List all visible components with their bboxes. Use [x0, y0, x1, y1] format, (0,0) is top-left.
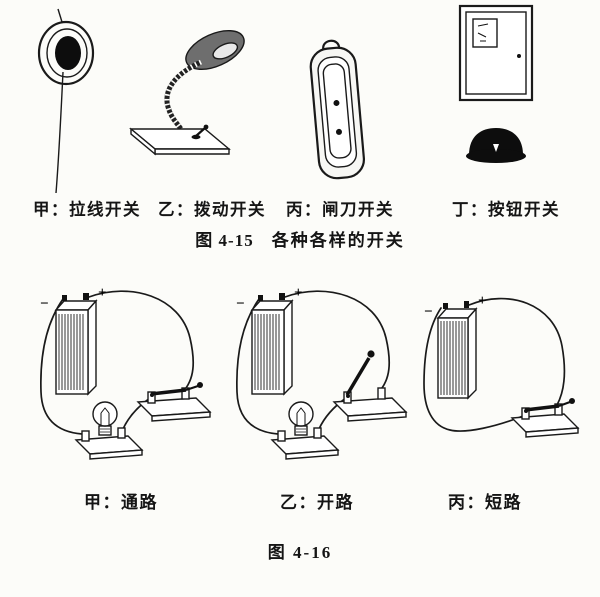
label-pull-cord-switch: 甲：拉线开关 [33, 200, 141, 219]
label-open-circuit: 乙：开路 [280, 493, 354, 512]
wire-bulb-to-negative [236, 298, 279, 435]
battery-plus-sign: + [98, 285, 107, 301]
toggle-switch-lamp-illustration [129, 29, 245, 156]
open-circuit-illustration: − + [236, 285, 408, 460]
closed-circuit-illustration: − + [40, 285, 212, 460]
light-bulb [74, 401, 144, 460]
battery: − + [424, 293, 487, 400]
wire-positive [468, 297, 566, 406]
figure-4-16-caption: 图 4-16 [267, 543, 333, 562]
switch-closed [510, 398, 580, 438]
wire-positive [88, 290, 195, 389]
battery-minus-sign: − [40, 296, 49, 312]
door [458, 4, 534, 102]
lamp-shade [185, 29, 245, 71]
pull-cord [55, 71, 64, 194]
bell-push-button [466, 128, 526, 163]
push-button-switch-illustration [458, 4, 534, 163]
knife-switch-illustration [309, 39, 366, 180]
lamp-gooseneck [164, 59, 203, 131]
lamp-base [129, 127, 231, 156]
wire-return-to-negative [423, 307, 524, 432]
switch-open [332, 350, 408, 422]
battery-plus-sign: + [478, 293, 487, 309]
battery-minus-sign: − [236, 296, 245, 312]
switch-knob [55, 36, 81, 70]
label-toggle-switch: 乙：拨动开关 [158, 200, 266, 219]
battery-minus-sign: − [424, 304, 433, 320]
wire-positive [284, 290, 391, 389]
knife-switch-handle [322, 39, 341, 50]
short-circuit-illustration: − + [423, 293, 580, 438]
label-push-button-switch: 丁：按钮开关 [452, 200, 560, 219]
wire-bulb-to-negative [40, 298, 83, 435]
knife-switch-body [309, 39, 366, 180]
figure-4-15-caption: 图 4-15 各种各样的开关 [0, 226, 600, 251]
label-closed-circuit: 甲：通路 [84, 493, 158, 512]
switch-closed [136, 382, 212, 422]
battery: − + [236, 285, 303, 396]
figure-4-15-number: 图 4-15 [195, 231, 254, 250]
battery-plus-sign: + [294, 285, 303, 301]
wire-switch-to-bulb [318, 397, 347, 430]
label-knife-switch: 丙：闸刀开关 [286, 200, 394, 219]
switch-ring [37, 20, 95, 86]
label-short-circuit: 丙：短路 [448, 493, 522, 512]
battery: − + [40, 285, 107, 396]
toggle-lever [191, 124, 209, 140]
pull-cord-switch-illustration [37, 8, 95, 194]
wire-switch-to-bulb [122, 397, 151, 430]
light-bulb [270, 401, 340, 460]
figure-4-15-title: 各种各样的开关 [271, 231, 405, 250]
